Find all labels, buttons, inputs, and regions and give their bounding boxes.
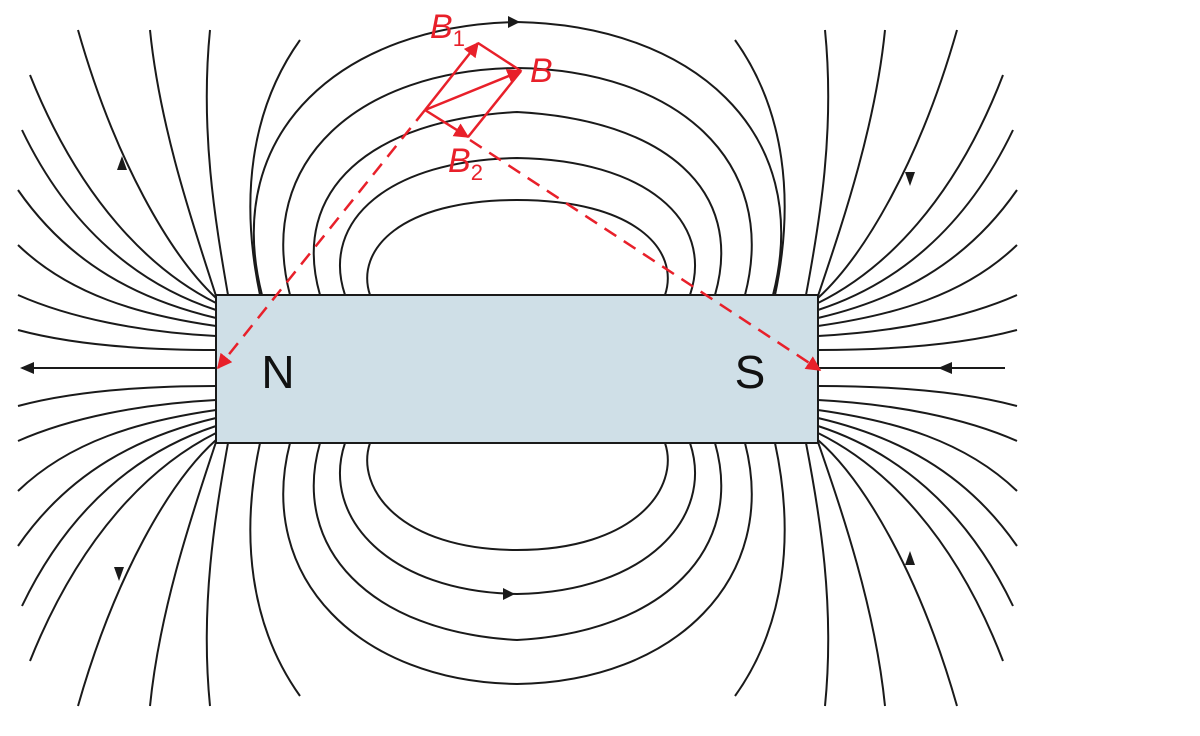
- parallelogram-side: [467, 70, 522, 138]
- field-line: [817, 294, 1018, 337]
- field-line: [366, 442, 669, 552]
- field-line: [282, 66, 753, 296]
- vector-b2: [424, 108, 470, 139]
- field-line: [312, 110, 723, 296]
- dashed-line-to-north: [217, 109, 426, 370]
- arrowhead-icon: [905, 172, 915, 186]
- field-line: [817, 409, 1018, 492]
- field-line: [817, 399, 1018, 442]
- field-line: [205, 29, 229, 296]
- arrowhead-icon: [508, 16, 520, 28]
- field-line: [17, 417, 217, 547]
- field-line: [312, 442, 723, 642]
- dashed-line-to-south: [469, 138, 822, 372]
- field-line: [817, 189, 1018, 319]
- arrowhead-icon: [117, 156, 127, 170]
- south-pole-label: S: [735, 346, 766, 398]
- arrowhead-icon: [905, 551, 915, 565]
- field-line: [734, 442, 786, 697]
- field-line: [77, 29, 217, 299]
- field-line: [17, 244, 217, 327]
- field-line: [17, 189, 217, 319]
- field-line: [805, 29, 830, 296]
- field-line: [817, 385, 1018, 407]
- field-line: [77, 439, 217, 707]
- field-line: [205, 442, 229, 707]
- field-line: [734, 39, 786, 296]
- field-line: [339, 442, 696, 596]
- field-line: [17, 294, 217, 337]
- field-line: [817, 74, 1004, 304]
- field-line: [817, 244, 1018, 327]
- parallelogram-side: [477, 41, 522, 73]
- field-line: [21, 129, 217, 311]
- label-b: B: [530, 52, 553, 90]
- bar-magnet: [215, 294, 819, 444]
- field-line: [17, 329, 217, 351]
- field-line: [817, 441, 886, 707]
- north-pole-label: N: [261, 346, 294, 398]
- vector-b: [424, 69, 523, 112]
- field-vectors: [217, 41, 822, 372]
- field-line: [817, 432, 1004, 662]
- field-line: [29, 74, 217, 304]
- field-line: [817, 425, 1014, 607]
- field-line: [366, 198, 669, 296]
- field-line: [17, 409, 217, 492]
- arrowhead-icon: [938, 362, 952, 374]
- field-line: [249, 39, 301, 296]
- arrowhead-icon: [114, 567, 124, 581]
- field-line: [29, 432, 217, 662]
- label-b1: B1: [430, 8, 465, 51]
- field-line: [817, 417, 1018, 547]
- field-line: [149, 29, 217, 297]
- field-line: [817, 29, 886, 297]
- field-line: [817, 29, 958, 299]
- field-line: [17, 399, 217, 442]
- label-b2: B2: [448, 142, 483, 185]
- field-line: [817, 439, 958, 707]
- field-line: [339, 156, 696, 296]
- field-line: [282, 442, 753, 686]
- field-line: [249, 442, 301, 697]
- field-line: [149, 441, 217, 707]
- vector-b1: [424, 41, 479, 111]
- field-line: [817, 329, 1018, 351]
- field-line: [805, 442, 830, 707]
- field-line: [817, 129, 1014, 311]
- field-direction-arrows: [20, 16, 952, 600]
- field-line: [21, 425, 217, 607]
- arrowhead-icon: [20, 362, 34, 374]
- arrowhead-icon: [503, 588, 515, 600]
- field-line: [17, 385, 217, 407]
